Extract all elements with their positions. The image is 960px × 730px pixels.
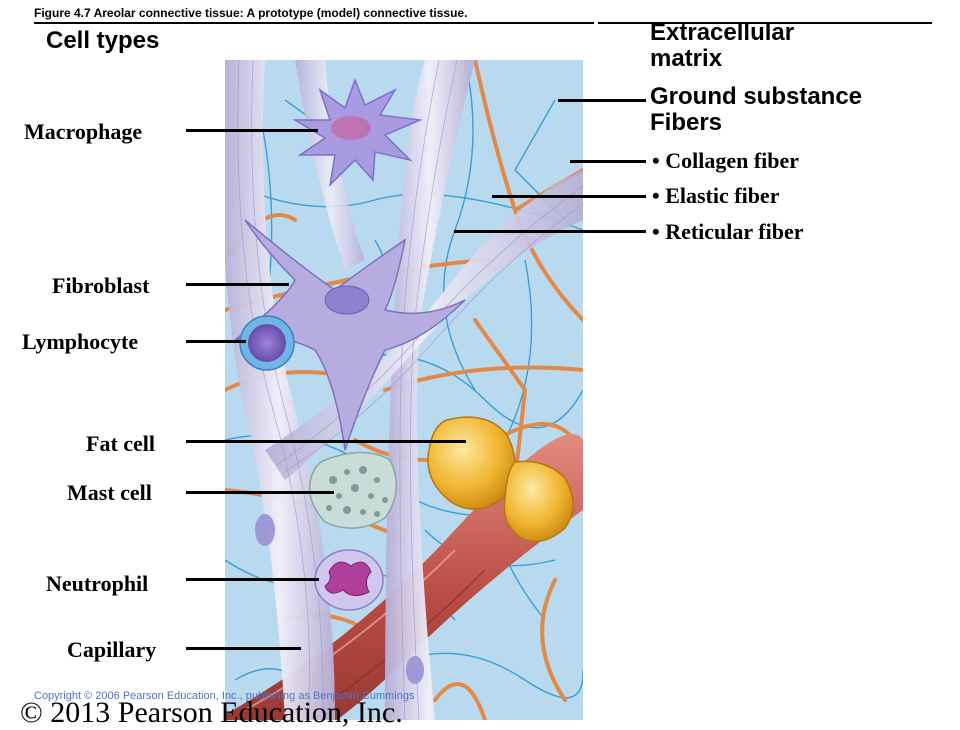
cell-types-heading: Cell types <box>46 27 160 54</box>
mast-cell <box>308 451 398 529</box>
lymphocyte-cell <box>239 315 295 371</box>
leader-reticular-fiber <box>454 230 646 233</box>
copyright-small: Copyright © 2006 Pearson Education, Inc.… <box>34 690 415 702</box>
figure-title: Figure 4.7 Areolar connective tissue: A … <box>34 6 468 20</box>
title-rule-right <box>598 22 932 24</box>
leader-neutrophil <box>186 578 319 581</box>
extracellular-heading-2: matrix <box>650 45 723 72</box>
label-macrophage: Macrophage <box>24 119 143 144</box>
label-elastic-fiber: • Elastic fiber <box>652 183 780 208</box>
leader-collagen-fiber <box>570 160 646 163</box>
areolar-tissue-illustration <box>225 60 583 720</box>
label-mast-cell: Mast cell <box>67 480 152 505</box>
label-capillary: Capillary <box>67 637 157 662</box>
leader-mast-cell <box>186 491 334 494</box>
label-collagen-fiber: • Collagen fiber <box>652 148 800 173</box>
leader-macrophage <box>186 129 318 132</box>
fibroblast-lower <box>255 514 424 684</box>
label-fibroblast: Fibroblast <box>52 273 150 298</box>
leader-ground-substance <box>558 99 646 102</box>
title-rule-left <box>34 22 594 24</box>
neutrophil-cell <box>314 549 384 611</box>
leader-fibroblast <box>186 283 289 286</box>
label-lymphocyte: Lymphocyte <box>22 329 139 354</box>
leader-capillary <box>186 647 301 650</box>
extracellular-heading-1: Extracellular <box>650 19 795 46</box>
copyright-large: © 2013 Pearson Education, Inc. <box>20 696 403 729</box>
ground-substance-heading: Ground substance <box>650 83 863 110</box>
leader-lymphocyte <box>186 340 246 343</box>
leader-elastic-fiber <box>492 195 646 198</box>
label-neutrophil: Neutrophil <box>46 571 149 596</box>
leader-fat-cell <box>186 440 466 443</box>
macrophage-cell <box>292 77 423 188</box>
label-fat-cell: Fat cell <box>86 431 156 456</box>
label-reticular-fiber: • Reticular fiber <box>652 219 804 244</box>
fibers-heading: Fibers <box>650 109 723 136</box>
